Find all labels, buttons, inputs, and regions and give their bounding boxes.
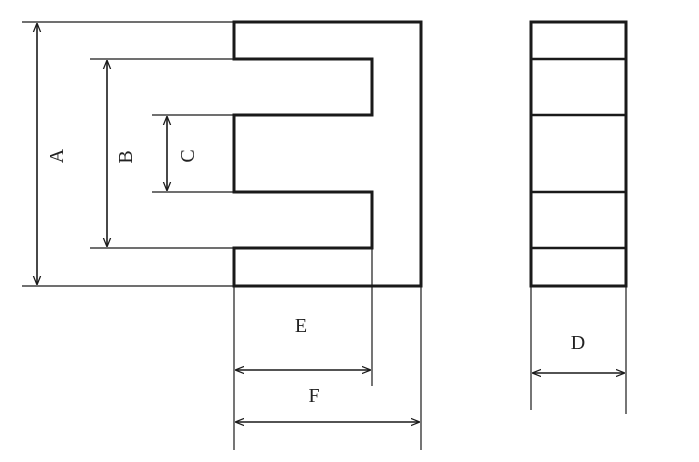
e-core-side-outline	[529, 20, 628, 288]
side-view-divider-lines	[531, 57, 626, 250]
e-core-front-outline	[232, 20, 423, 288]
extension-lines-bottom	[233, 248, 627, 450]
label-f: F	[308, 385, 319, 407]
extension-lines-left	[22, 21, 234, 287]
label-d: D	[571, 332, 585, 354]
label-a: A	[46, 148, 68, 163]
label-e: E	[295, 315, 307, 337]
label-b: B	[115, 150, 137, 163]
label-c: C	[177, 149, 199, 162]
